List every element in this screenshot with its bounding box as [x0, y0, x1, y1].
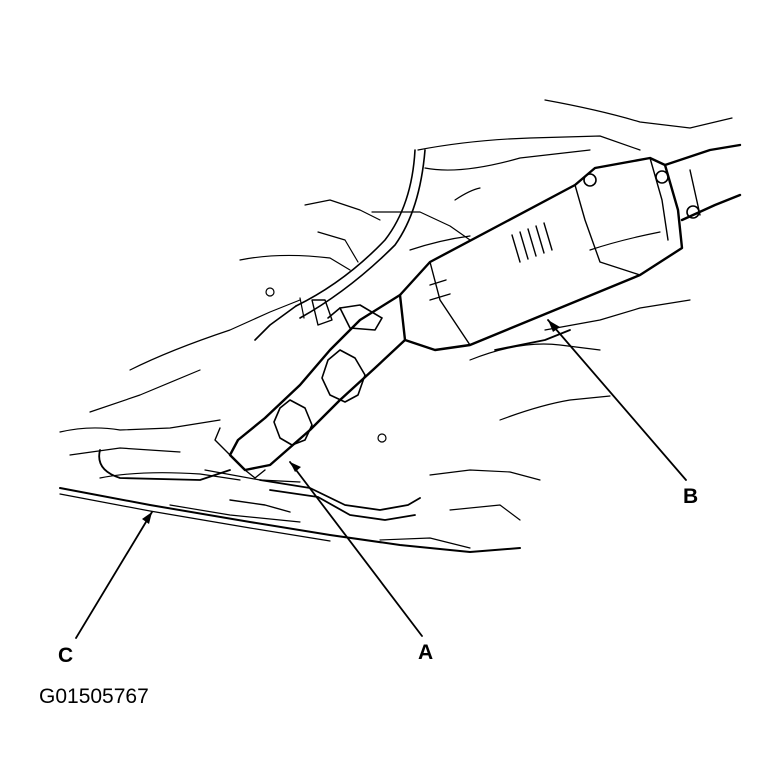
- catalytic-converter: [398, 156, 700, 352]
- front-pipe: [214, 287, 407, 479]
- callout-label-a: A: [418, 641, 434, 664]
- splash-shield: [59, 487, 521, 553]
- leader-line-c: [75, 511, 153, 639]
- figure-id: G01505767: [39, 685, 149, 708]
- arrowhead-a: [290, 462, 301, 472]
- exhaust-pipe-rear: [663, 143, 742, 222]
- leader-line-a: [289, 461, 423, 637]
- callout-label-b: B: [683, 485, 699, 508]
- underbody-outline: [59, 99, 733, 549]
- leader-line-b: [547, 319, 687, 481]
- leader-lines: [75, 319, 687, 639]
- cable: [254, 149, 426, 341]
- callout-label-c: C: [58, 644, 74, 667]
- arrowhead-c: [142, 512, 152, 524]
- leader-arrowheads: [142, 320, 560, 524]
- hanger-strap: [98, 329, 571, 521]
- arrowhead-b: [548, 320, 560, 332]
